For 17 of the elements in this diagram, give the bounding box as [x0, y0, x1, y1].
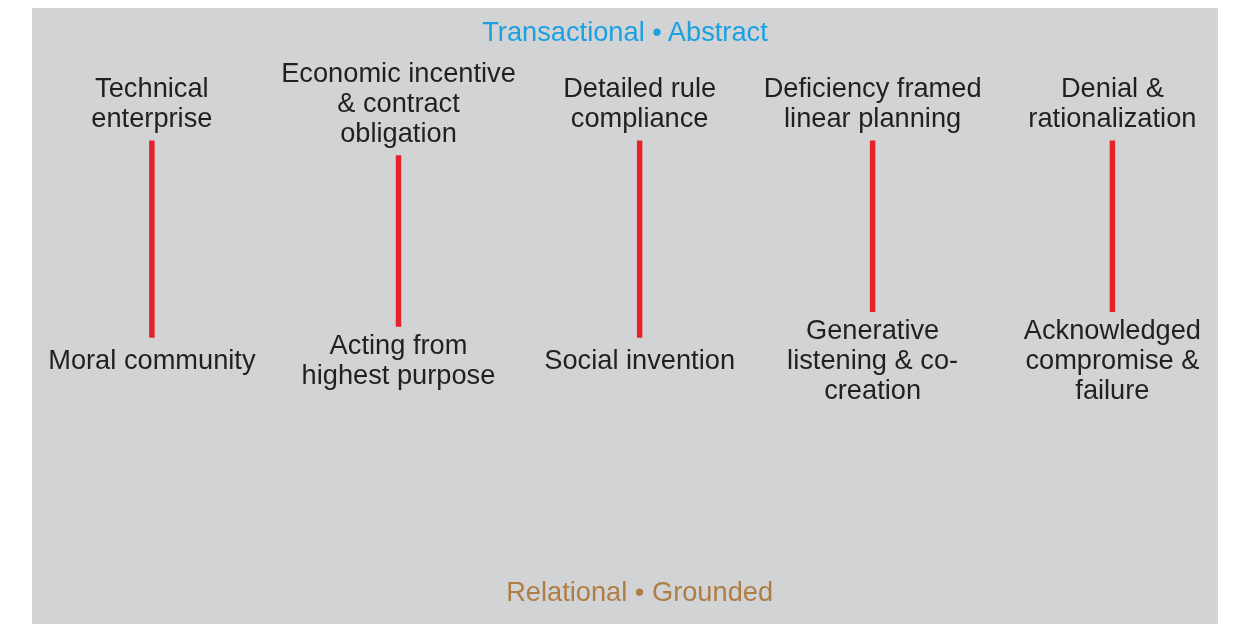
connector	[636, 140, 643, 338]
node-text: Moral community	[48, 344, 256, 376]
label: Relational • Grounded	[506, 575, 774, 607]
connector	[149, 140, 155, 338]
node-text: Technical enterprise	[91, 71, 213, 133]
node-text: Denial & rationalization	[1028, 71, 1197, 133]
connector	[395, 155, 402, 327]
connector	[1109, 140, 1116, 312]
node-text: Detailed rule compliance	[563, 71, 717, 133]
node-text: Economic incentive & contract obligation	[281, 56, 516, 148]
connector	[869, 140, 876, 312]
node-text: Deficiency framed linear planning	[763, 71, 982, 133]
node-text: Social invention	[544, 344, 736, 376]
node-text: Generative listening & co-creation	[787, 314, 959, 406]
node-text: Acknowledged compromise & failure	[1023, 314, 1201, 406]
node-text: Acting from highest purpose	[301, 329, 496, 391]
diagram-title: Transactional • Abstract	[482, 15, 768, 47]
